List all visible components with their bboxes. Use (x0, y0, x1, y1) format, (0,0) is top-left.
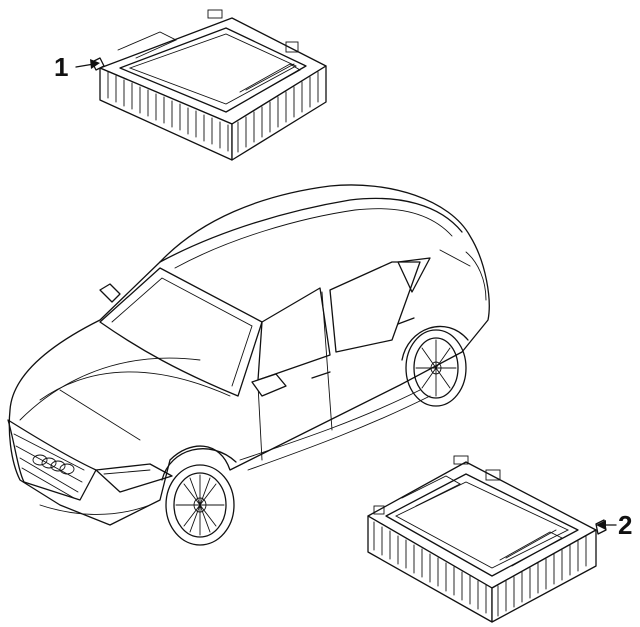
rear-wheel (405, 329, 467, 407)
callout-2-arrowhead (596, 520, 606, 530)
control-module-1[interactable] (91, 9, 327, 161)
module-2-ribs (373, 521, 587, 617)
callout-1-label: 1 (54, 52, 68, 82)
callout-1-arrowhead (90, 59, 100, 69)
front-wheel (165, 464, 235, 546)
car-illustration (7, 184, 490, 546)
callout-2: 2 (596, 510, 632, 540)
control-module-2[interactable] (367, 455, 607, 623)
logo-rings-icon (32, 454, 75, 475)
module-1-ribs (107, 71, 319, 153)
callout-1: 1 (54, 52, 100, 82)
callout-2-label: 2 (618, 510, 632, 540)
